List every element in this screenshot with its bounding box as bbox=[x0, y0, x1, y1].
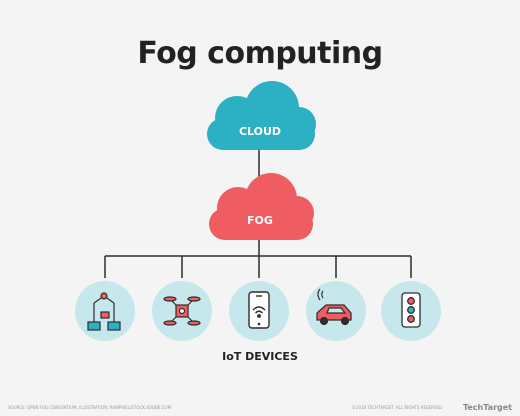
device-circle bbox=[75, 281, 135, 341]
source-credit: SOURCE: OPEN FOG CONSORTIUM; ILLUSTRATIO… bbox=[8, 405, 172, 410]
traffic-light-icon bbox=[401, 292, 421, 328]
cloud-node bbox=[207, 81, 316, 150]
robotic-arm-icon bbox=[87, 292, 121, 331]
smartphone-wifi-icon bbox=[248, 291, 270, 329]
connected-car-icon bbox=[316, 288, 352, 326]
fog-label: FOG bbox=[247, 214, 273, 227]
iot-devices-label: IoT DEVICES bbox=[222, 350, 298, 363]
techtarget-logo: TechTarget bbox=[462, 403, 512, 412]
copyright-note: ©2018 TECHTARGET. ALL RIGHTS RESERVED bbox=[351, 405, 442, 410]
connectors bbox=[104, 150, 412, 278]
cloud-label: CLOUD bbox=[238, 125, 282, 138]
fog-node bbox=[209, 173, 314, 240]
diagram-title: Fog computing bbox=[137, 36, 383, 71]
drone-icon bbox=[163, 296, 201, 326]
